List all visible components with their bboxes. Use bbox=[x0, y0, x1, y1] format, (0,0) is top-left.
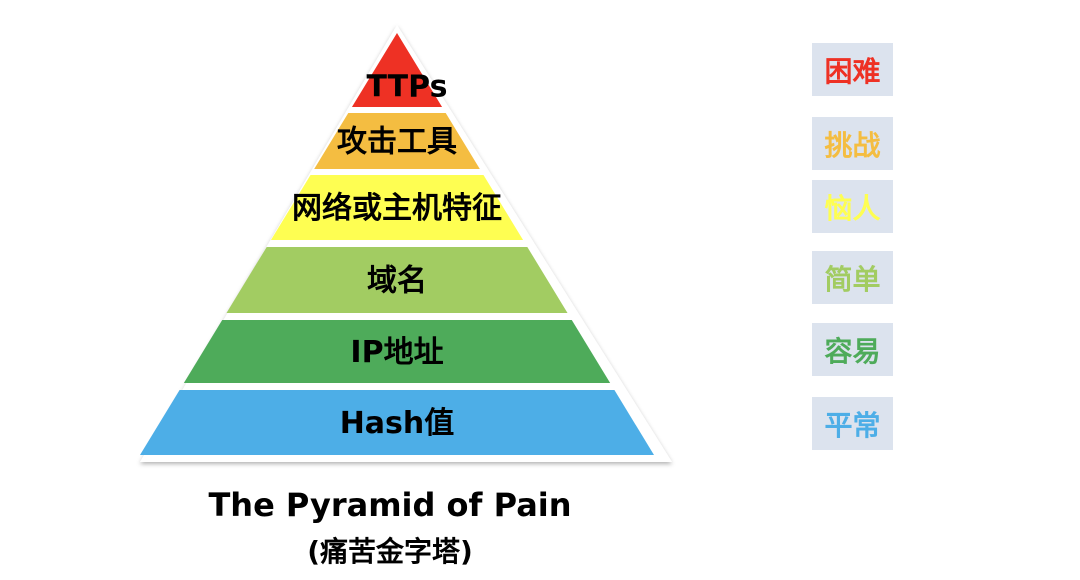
caption-subtitle: (痛苦金字塔) bbox=[307, 535, 473, 568]
pyramid-level-2 bbox=[314, 113, 480, 169]
pyramid-level-4 bbox=[226, 247, 568, 313]
pyramid-level-label: IP地址 bbox=[350, 335, 443, 370]
pyramid-level-5 bbox=[183, 320, 611, 383]
difficulty-label: 容易 bbox=[812, 323, 893, 376]
pyramid-level-label: 网络或主机特征 bbox=[292, 191, 502, 226]
pyramid-level-6 bbox=[140, 390, 654, 455]
caption-title: The Pyramid of Pain bbox=[208, 486, 572, 524]
pyramid-level-label: Hash值 bbox=[340, 406, 455, 441]
difficulty-label: 挑战 bbox=[812, 117, 893, 170]
pyramid-level-1 bbox=[351, 33, 443, 107]
pyramid-level-label: TTPs bbox=[367, 70, 448, 105]
difficulty-label: 平常 bbox=[812, 397, 893, 450]
pyramid-level-label: 攻击工具 bbox=[337, 125, 457, 160]
difficulty-label: 恼人 bbox=[812, 180, 893, 233]
pyramid-level-label: 域名 bbox=[367, 264, 427, 299]
difficulty-label: 困难 bbox=[812, 43, 893, 96]
pyramid-level-3 bbox=[270, 175, 524, 240]
difficulty-label: 简单 bbox=[812, 251, 893, 304]
